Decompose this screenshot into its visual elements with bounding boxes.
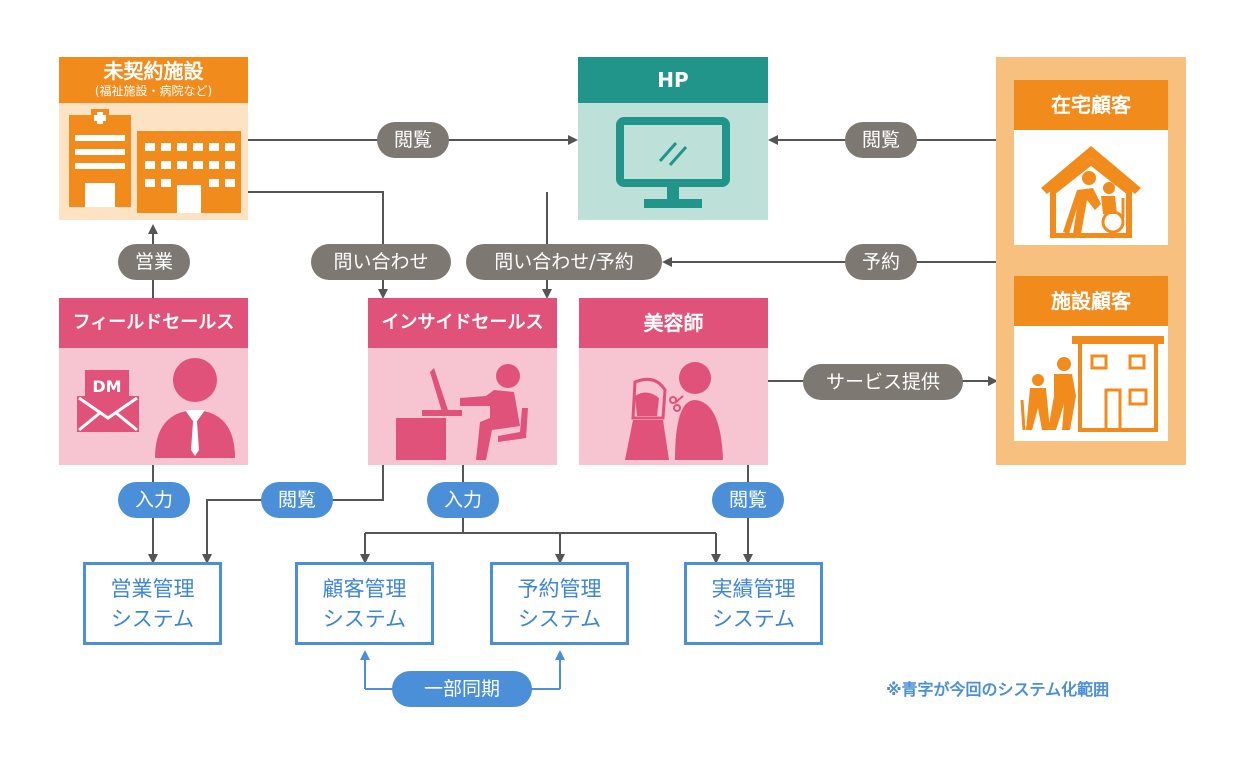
unsigned-facility-subtitle: (福祉施設・病院など) (94, 84, 213, 98)
input-label-field: 入力 (118, 482, 190, 518)
inside-sales-header: インサイドセールス (368, 298, 557, 348)
partial-sync-label: 一部同期 (392, 671, 532, 707)
field-sales-header: フィールドセールス (59, 298, 248, 348)
view-label-home: 閲覧 (845, 122, 917, 158)
scope-note: ※青字が今回のシステム化範囲 (886, 680, 1110, 699)
unsigned-facility-box: 未契約施設 (福祉施設・病院など) (59, 57, 248, 220)
home-customer-box: 在宅顧客 (1014, 80, 1168, 245)
hp-box: HP (578, 57, 768, 220)
beautician-box: 美容師 (579, 298, 768, 465)
customer-management-system: 顧客管理 システム (295, 562, 434, 645)
facility-customer-box: 施設顧客 (1014, 276, 1168, 441)
inquiry-reservation-label: 問い合わせ/予約 (466, 244, 662, 280)
hp-header: HP (578, 57, 768, 103)
reservation-system-line2: システム (517, 607, 602, 631)
hp-title: HP (657, 68, 689, 92)
unsigned-facility-header: 未契約施設 (福祉施設・病院など) (59, 57, 248, 103)
beautician-title: 美容師 (643, 311, 704, 335)
home-customer-header: 在宅顧客 (1014, 80, 1168, 130)
view-label-beautician: 閲覧 (712, 482, 784, 518)
beautician-header: 美容師 (579, 298, 768, 348)
sales-system-line2: システム (110, 607, 195, 631)
field-sales-title: フィールドセールス (72, 312, 235, 333)
view-label-inside: 閲覧 (261, 482, 333, 518)
facility-customer-header: 施設顧客 (1014, 276, 1168, 326)
view-label-facility: 閲覧 (377, 122, 449, 158)
inside-sales-title: インサイドセールス (381, 312, 544, 333)
service-label: サービス提供 (803, 364, 963, 400)
caregiver-home-icon (1041, 146, 1141, 238)
results-system-line1: 実績管理 (711, 577, 796, 601)
caregiver-facility-icon (1020, 336, 1164, 432)
monitor-icon (616, 117, 730, 208)
sales-management-system: 営業管理 システム (83, 562, 222, 645)
unsigned-facility-title: 未契約施設 (103, 59, 204, 83)
field-sales-box: フィールドセールス DM (59, 298, 248, 465)
customer-system-line2: システム (322, 607, 407, 631)
facility-customer-title: 施設顧客 (1051, 289, 1131, 313)
sales-label: 営業 (118, 244, 190, 280)
reservation-management-system: 予約管理 システム (490, 562, 629, 645)
reservation-label: 予約 (845, 244, 917, 280)
inside-sales-box: インサイドセールス (368, 298, 557, 465)
desk-worker-icon (396, 364, 528, 460)
results-system-line2: システム (711, 607, 796, 631)
dm-mail-icon: DM (77, 370, 139, 432)
input-label-inside: 入力 (427, 482, 499, 518)
customer-system-line1: 顧客管理 (322, 577, 407, 601)
hairdresser-icon (625, 362, 723, 460)
results-management-system: 実績管理 システム (684, 562, 823, 645)
sales-system-line1: 営業管理 (110, 577, 195, 601)
home-customer-title: 在宅顧客 (1051, 93, 1131, 117)
reservation-system-line1: 予約管理 (517, 577, 602, 601)
svg-text:DM: DM (92, 377, 121, 396)
inquiry-label: 問い合わせ (311, 244, 451, 280)
hospital-icon (69, 109, 241, 213)
salesperson-icon (155, 358, 235, 458)
